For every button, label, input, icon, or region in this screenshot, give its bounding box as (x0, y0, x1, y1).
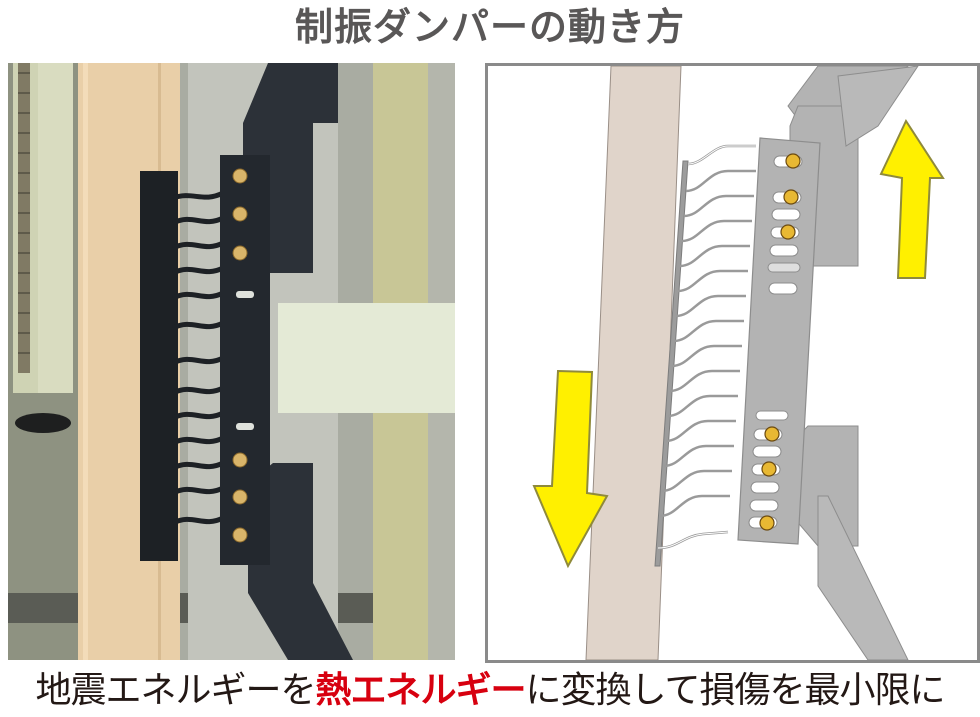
caption-part2: に変換して損傷を最小限に (525, 670, 946, 711)
caption: 地震エネルギーを熱エネルギーに変換して損傷を最小限に (0, 668, 980, 714)
moving-plate (737, 137, 821, 545)
caption-part1: 地震エネルギーを (35, 670, 317, 711)
caption-highlight: 熱エネルギー (315, 670, 527, 711)
damper-diagram (485, 63, 980, 663)
page-title: 制振ダンパーの動き方 (294, 5, 685, 49)
bolts (759, 153, 801, 531)
down-arrow (532, 369, 609, 569)
up-arrow (879, 118, 945, 279)
damper-photo (8, 63, 455, 660)
